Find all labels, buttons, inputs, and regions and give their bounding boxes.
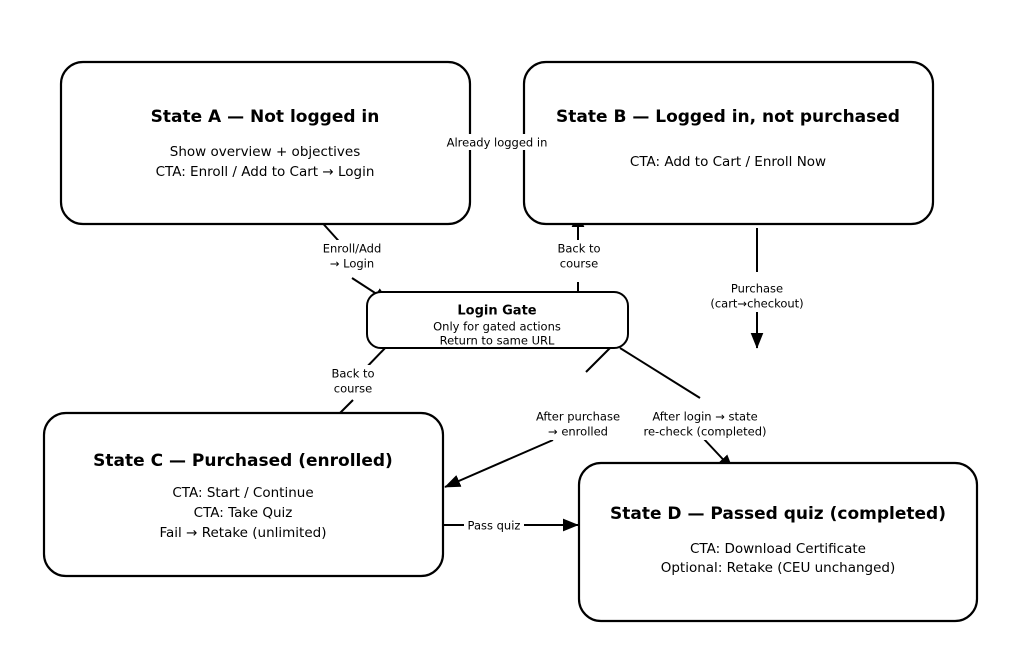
edge-label-back-to-course-b: Back to course	[548, 240, 610, 272]
edge-label-purchase-line-0: Purchase	[731, 282, 783, 296]
node-state-d-line-1: Optional: Retake (CEU unchanged)	[661, 560, 896, 576]
node-state-b-line-0: CTA: Add to Cart / Enroll Now	[630, 154, 826, 170]
node-state-c-line-0: CTA: Start / Continue	[172, 485, 313, 501]
edge-label-back-to-course-b-bg	[548, 240, 610, 272]
node-state-c-line-1: CTA: Take Quiz	[194, 505, 293, 521]
edge-label-pass-quiz-bg	[464, 517, 524, 533]
edge-label-purchase-line-1: (cart→checkout)	[710, 297, 803, 311]
node-state-b-title: State B — Logged in, not purchased	[556, 107, 900, 127]
edge-label-after-login-line-0: After login → state	[652, 410, 757, 424]
edge-label-back-to-course-c: Back to course	[322, 365, 384, 397]
edge-label-back-to-course-b-line-0: Back to	[557, 242, 600, 256]
node-state-b[interactable]: State B — Logged in, not purchased CTA: …	[522, 60, 935, 226]
edge-after-purchase-seg1	[585, 344, 614, 373]
edge-label-purchase: Purchase (cart→checkout)	[700, 280, 814, 312]
edge-label-back-to-course-c-line-1: course	[334, 382, 372, 396]
node-state-d[interactable]: State D — Passed quiz (completed) CTA: D…	[577, 461, 979, 623]
node-state-a[interactable]: State A — Not logged in Show overview + …	[59, 60, 472, 226]
node-state-c-line-2: Fail → Retake (unlimited)	[160, 525, 327, 541]
node-state-b-box[interactable]	[522, 60, 935, 226]
node-state-d-line-0: CTA: Download Certificate	[690, 541, 866, 557]
edge-label-already-logged-in: Already logged in	[443, 134, 551, 150]
edge-label-after-login-line-1: re-check (completed)	[643, 425, 766, 439]
edge-label-back-to-course-c-line-0: Back to	[331, 367, 374, 381]
node-state-a-box[interactable]	[59, 60, 472, 226]
edge-label-purchase-bg	[700, 280, 814, 312]
edge-label-after-purchase: After purchase → enrolled	[515, 408, 620, 440]
edge-label-enroll-add-login-line-1: → Login	[330, 257, 374, 271]
edge-after-purchase	[444, 344, 614, 488]
node-login-gate-box[interactable]	[366, 291, 629, 349]
edge-after-purchase-seg2	[444, 439, 554, 488]
edge-label-back-to-course-b-line-1: course	[560, 257, 598, 271]
edge-label-pass-quiz-line-0: Pass quiz	[468, 519, 521, 533]
edge-label-already-logged-in-bg	[443, 134, 551, 150]
node-state-c-box[interactable]	[42, 411, 445, 578]
node-state-d-box[interactable]	[577, 461, 979, 623]
node-state-a-line-1: CTA: Enroll / Add to Cart → Login	[156, 164, 375, 180]
node-state-c-title: State C — Purchased (enrolled)	[93, 451, 393, 471]
edge-label-after-purchase-bg	[515, 408, 611, 440]
edge-label-back-to-course-c-bg	[322, 365, 384, 397]
edge-label-already-logged-in-line-0: Already logged in	[447, 136, 548, 150]
edge-label-pass-quiz: Pass quiz	[464, 517, 524, 533]
edge-label-enroll-add-login-bg	[316, 240, 388, 272]
edge-label-after-purchase-line-0: After purchase	[536, 410, 620, 424]
edge-label-after-login: After login → state re-check (completed)	[643, 408, 767, 440]
node-state-a-title: State A — Not logged in	[151, 107, 380, 127]
edge-label-after-login-bg	[645, 408, 767, 440]
node-login-gate-title: Login Gate	[457, 304, 536, 319]
node-login-gate[interactable]: Login Gate Only for gated actions Return…	[366, 291, 629, 349]
edge-label-enroll-add-login: Enroll/Add → Login	[316, 240, 388, 272]
edge-label-enroll-add-login-line-0: Enroll/Add	[323, 242, 382, 256]
edge-label-after-purchase-line-1: → enrolled	[548, 425, 608, 439]
node-state-a-line-0: Show overview + objectives	[170, 144, 360, 160]
node-state-c[interactable]: State C — Purchased (enrolled) CTA: Star…	[42, 411, 445, 578]
node-login-gate-line-1: Return to same URL	[440, 334, 555, 348]
node-login-gate-line-0: Only for gated actions	[433, 320, 561, 334]
edge-after-login-seg1	[619, 347, 701, 399]
node-state-d-title: State D — Passed quiz (completed)	[610, 504, 946, 524]
